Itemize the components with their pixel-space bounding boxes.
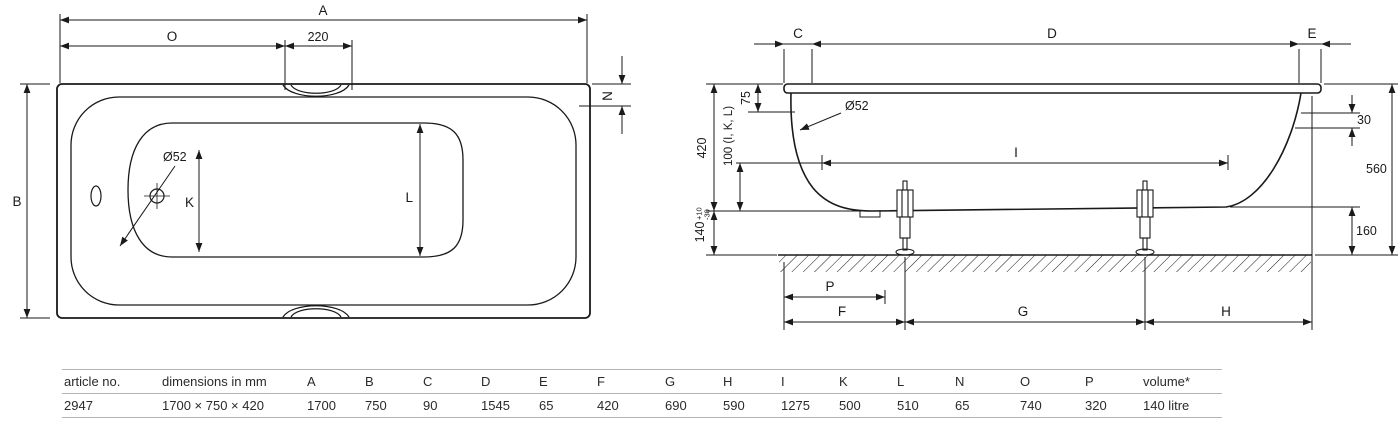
label-tolerance-minus: -30 [703, 209, 712, 220]
technical-drawing: A O 220 B N Ø52 K L [12, 3, 1398, 330]
drain-center-cross [144, 183, 170, 209]
label-G: G [1018, 304, 1029, 319]
table-header-volume: volume* [1143, 374, 1190, 389]
table-value-dimensions: 1700 × 750 × 420 [162, 398, 264, 413]
table-header-N: N [955, 374, 965, 389]
table-value-A: 1700 [307, 398, 336, 413]
label-L: L [405, 190, 413, 205]
grip-handle-bottom [282, 305, 350, 318]
overflow-hole [90, 185, 102, 207]
dimension-table-value-row: 2947 1700 × 750 × 420 1700 750 90 1545 6… [62, 394, 1222, 418]
table-header-B: B [365, 374, 374, 389]
label-drain-diameter: Ø52 [163, 150, 187, 164]
label-420: 420 [695, 138, 709, 159]
table-value-K: 500 [839, 398, 861, 413]
drain-fitting [859, 211, 881, 218]
label-160: 160 [1356, 224, 1377, 238]
table-value-F: 420 [597, 398, 619, 413]
table-value-article-no: 2947 [64, 398, 93, 413]
top-view-dimensions [20, 14, 631, 319]
grip-handle-top [282, 84, 350, 97]
label-560: 560 [1366, 162, 1387, 176]
table-header-article-no: article no. [64, 374, 121, 389]
table-value-volume: 140 litre [1143, 398, 1190, 413]
table-header-dimensions: dimensions in mm [162, 374, 267, 389]
table-header-F: F [597, 374, 605, 389]
table-header-H: H [723, 374, 733, 389]
table-header-L: L [897, 374, 905, 389]
table-value-G: 690 [665, 398, 687, 413]
table-value-H: 590 [723, 398, 745, 413]
table-value-C: 90 [423, 398, 438, 413]
table-header-C: C [423, 374, 433, 389]
label-H: H [1221, 304, 1231, 319]
bathtub-top-view [56, 83, 591, 319]
label-C: C [793, 26, 803, 41]
label-140: 140 [693, 222, 707, 243]
table-value-I: 1275 [781, 398, 810, 413]
side-view-labels: C D E 75 Ø52 420 100 (I, K, L) I 140 +10… [693, 26, 1387, 319]
label-220: 220 [308, 30, 329, 44]
label-F: F [838, 304, 846, 319]
label-140-group: 140 +10 -30 [693, 207, 712, 242]
overflow-leader-line [799, 112, 842, 131]
table-value-O: 740 [1020, 398, 1042, 413]
tub-basin-outline [127, 122, 464, 258]
leg-front [895, 180, 915, 256]
table-value-N: 65 [955, 398, 970, 413]
side-view-dimensions [706, 40, 1398, 330]
table-header-E: E [539, 374, 548, 389]
table-header-D: D [481, 374, 491, 389]
label-tolerance-plus: +10 [695, 207, 704, 220]
dimension-table: article no. dimensions in mm A B C D E F… [62, 369, 1222, 418]
table-value-D: 1545 [481, 398, 510, 413]
tub-outer-edge [56, 83, 591, 319]
label-I: I [1014, 145, 1018, 160]
label-75: 75 [739, 91, 753, 105]
dimension-table-header-row: article no. dimensions in mm A B C D E F… [62, 369, 1222, 394]
table-header-G: G [665, 374, 676, 389]
drain-leader-line [119, 165, 176, 247]
table-header-I: I [781, 374, 785, 389]
label-100-ikl: 100 (I, K, L) [723, 106, 735, 166]
table-header-A: A [307, 374, 316, 389]
label-30: 30 [1357, 113, 1371, 127]
floor-hatching [779, 255, 1311, 272]
bathtub-side-view [778, 83, 1322, 272]
table-value-E: 65 [539, 398, 554, 413]
table-header-P: P [1085, 374, 1094, 389]
table-value-P: 320 [1085, 398, 1107, 413]
label-K: K [185, 195, 194, 210]
label-D: D [1047, 26, 1057, 41]
label-A: A [318, 3, 327, 18]
tub-rim-inner-edge [70, 96, 577, 306]
leg-rear [1135, 180, 1155, 256]
top-view-labels: A O 220 B N Ø52 K L [12, 3, 615, 210]
label-overflow-diameter: Ø52 [845, 99, 869, 113]
label-P: P [825, 279, 834, 294]
table-header-O: O [1020, 374, 1031, 389]
tub-body-profile [790, 92, 1302, 212]
table-value-B: 750 [365, 398, 387, 413]
label-B: B [12, 194, 21, 209]
table-value-L: 510 [897, 398, 919, 413]
label-O: O [167, 29, 178, 44]
label-E: E [1307, 26, 1316, 41]
table-header-K: K [839, 374, 848, 389]
rim-profile [783, 83, 1322, 94]
label-N: N [600, 91, 615, 101]
